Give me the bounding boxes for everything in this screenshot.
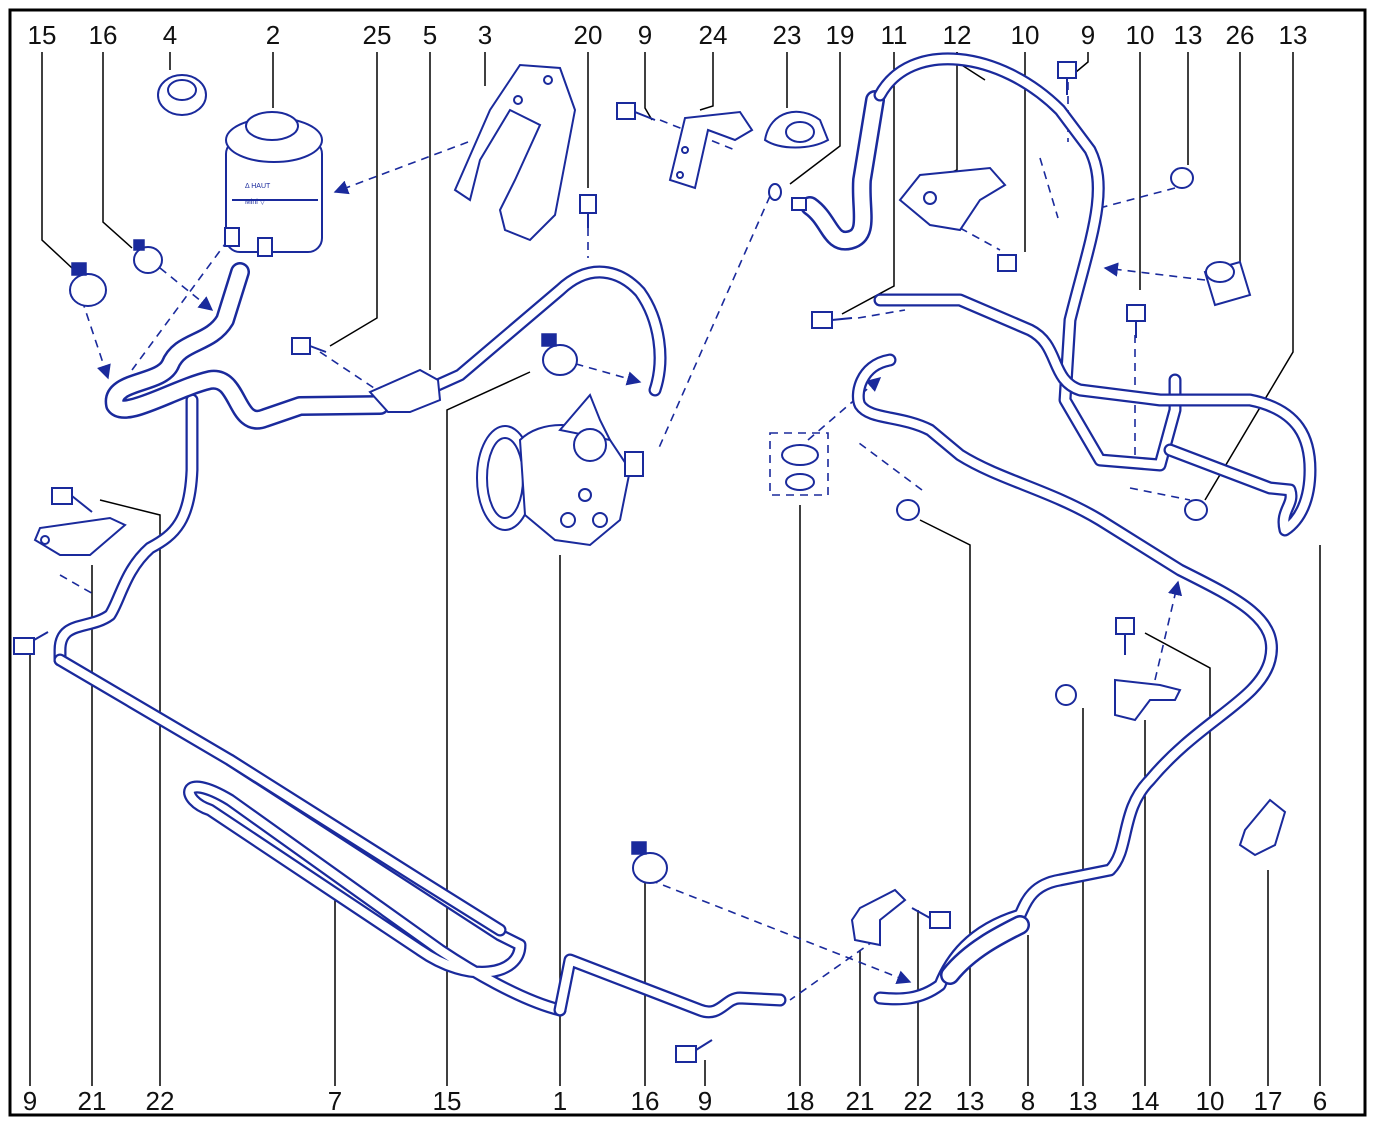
callout-top-3: 3 — [478, 20, 492, 50]
callout-top-16: 16 — [89, 20, 118, 50]
line-8 — [851, 353, 1278, 1006]
callout-top-15: 15 — [28, 20, 57, 50]
callout-bottom-9b: 9 — [698, 1086, 712, 1116]
callout-bottom-6: 6 — [1313, 1086, 1327, 1116]
callout-top-13a: 13 — [1174, 20, 1203, 50]
hoses-and-pipes — [53, 52, 1317, 1019]
cap-26 — [1203, 260, 1252, 307]
callout-bottom-22b: 22 — [904, 1086, 933, 1116]
bolt-9-left — [13, 631, 49, 655]
bracket-21-left — [33, 516, 127, 556]
clip-17 — [1238, 798, 1287, 857]
callout-labels-bottom: 9 21 22 7 15 1 16 9 18 21 22 13 8 13 14 … — [23, 1086, 1327, 1116]
callout-bottom-17: 17 — [1254, 1086, 1283, 1116]
bracket-5 — [368, 368, 442, 413]
bolt-11 — [811, 311, 853, 329]
callout-top-13b: 13 — [1279, 20, 1308, 50]
bolt-9-bottom — [675, 1039, 713, 1063]
callout-bottom-16: 16 — [631, 1086, 660, 1116]
callout-top-5: 5 — [423, 20, 437, 50]
bolt-20 — [579, 194, 597, 228]
bolt-10-right — [1126, 304, 1146, 338]
callout-bottom-10: 10 — [1196, 1086, 1225, 1116]
nut-13-top — [1170, 167, 1194, 189]
steering-pump — [476, 393, 644, 547]
nut-13-lower — [1055, 684, 1077, 706]
bracket-14 — [1114, 678, 1182, 722]
callout-bottom-1: 1 — [553, 1086, 567, 1116]
nut-13-right — [1184, 499, 1208, 521]
bracket-24 — [668, 110, 754, 190]
bracket-21-bottom — [850, 888, 907, 947]
hose-19 — [800, 90, 885, 251]
bracket-12 — [898, 166, 1007, 232]
callout-bottom-13a: 13 — [956, 1086, 985, 1116]
reservoir-min-mark: Mini ▽ — [245, 199, 266, 206]
callout-top-9b: 9 — [1081, 20, 1095, 50]
return-line — [53, 393, 787, 1019]
clamp-15-center — [541, 333, 578, 376]
o-ring-19 — [768, 183, 807, 211]
callout-bottom-21b: 21 — [846, 1086, 875, 1116]
bolt-9-top-right — [1057, 61, 1077, 95]
bolt-25 — [291, 337, 327, 355]
reservoir-cap — [157, 74, 207, 116]
callout-top-25: 25 — [363, 20, 392, 50]
clamp-16-top — [133, 239, 163, 274]
callout-top-12: 12 — [943, 20, 972, 50]
supply-hose — [104, 262, 390, 430]
callout-bottom-14: 14 — [1131, 1086, 1160, 1116]
clamp-15 — [69, 262, 107, 307]
top-return-line — [873, 52, 1182, 472]
callout-top-10a: 10 — [1011, 20, 1040, 50]
o-rings-18 — [769, 432, 829, 496]
bracket-3 — [453, 63, 577, 242]
bolt-9-top — [616, 102, 656, 121]
bolt-10-center — [997, 254, 1017, 272]
reservoir-max-mark: Δ HAUT — [245, 183, 271, 190]
callout-bottom-18: 18 — [786, 1086, 815, 1116]
hose-8 — [940, 915, 1030, 985]
callout-top-26: 26 — [1226, 20, 1255, 50]
callout-top-9a: 9 — [638, 20, 652, 50]
assembly-arrows — [59, 82, 1206, 1001]
bolt-10-lower — [1115, 617, 1135, 655]
callout-bottom-13b: 13 — [1069, 1086, 1098, 1116]
callout-top-20: 20 — [574, 20, 603, 50]
diagram-frame — [8, 8, 1367, 1117]
callout-bottom-21a: 21 — [78, 1086, 107, 1116]
clamp-16-bottom — [631, 841, 668, 884]
leader-lines — [29, 52, 1321, 1086]
callout-top-10b: 10 — [1126, 20, 1155, 50]
callout-top-2: 2 — [266, 20, 280, 50]
callout-top-23: 23 — [773, 20, 802, 50]
bolt-22-bottom — [911, 907, 951, 929]
reservoir: Δ HAUT Mini ▽ — [224, 111, 323, 257]
callout-top-19: 19 — [826, 20, 855, 50]
cooler-loop — [183, 753, 567, 1017]
nut-13-center — [896, 499, 920, 521]
callout-bottom-7: 7 — [328, 1086, 342, 1116]
callout-bottom-9a: 9 — [23, 1086, 37, 1116]
callout-bottom-8: 8 — [1021, 1086, 1035, 1116]
callout-top-24: 24 — [699, 20, 728, 50]
callout-bottom-15: 15 — [433, 1086, 462, 1116]
callout-labels-top: 15 16 4 2 25 5 3 20 9 24 23 19 11 12 10 … — [28, 20, 1308, 50]
components: Δ HAUT Mini ▽ — [13, 61, 1287, 1063]
callout-bottom-22a: 22 — [146, 1086, 175, 1116]
line-6 — [873, 293, 1317, 537]
clamp-23 — [763, 110, 830, 149]
pressure-pipe-upper — [393, 265, 667, 409]
bolt-22-left — [51, 487, 93, 513]
callout-top-4: 4 — [163, 20, 177, 50]
callout-top-11: 11 — [881, 20, 908, 50]
